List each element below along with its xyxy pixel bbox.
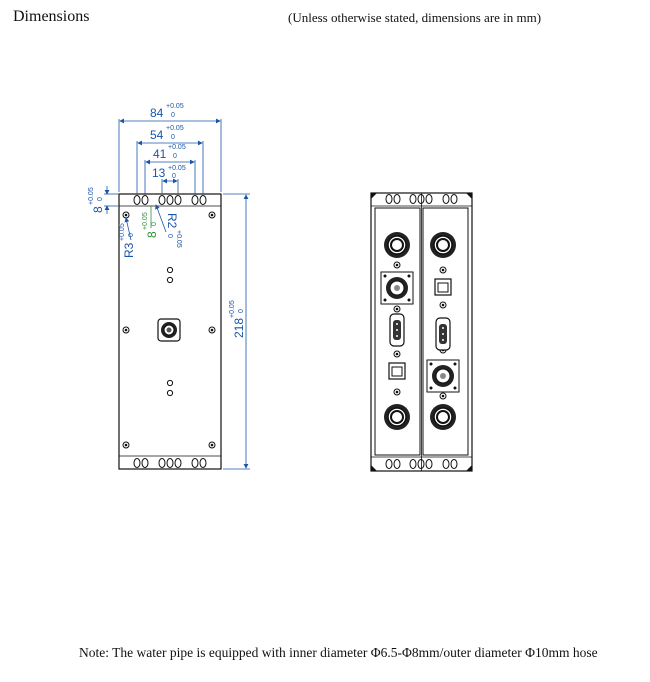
dim-r3-tol-lower: 0: [128, 233, 135, 237]
dim-54-tol-upper: +0.05: [166, 125, 184, 132]
page-title: Dimensions: [13, 8, 90, 25]
dim-41-tol-upper: +0.05: [168, 144, 186, 151]
dimension-lines: [104, 118, 250, 470]
ethernet-port-right: [434, 278, 452, 296]
dim-8-hole: 8: [145, 231, 159, 238]
dim-41: 41: [153, 147, 167, 161]
dim-8-tol-upper: +0.05: [88, 187, 95, 205]
dim-218: 218: [232, 318, 246, 338]
dim-8-offset: 8: [91, 206, 105, 213]
ethernet-port-left: [388, 362, 406, 380]
rear-top-hose-ports: [385, 194, 458, 204]
green-dimension-labels: 8 +0.05 0: [142, 212, 159, 238]
dim-13: 13: [152, 166, 166, 180]
dim-84: 84: [150, 106, 164, 120]
dim-218-tol-upper: +0.05: [229, 300, 236, 318]
square-round-connector-right: [426, 359, 460, 393]
dim-r3: R3: [122, 242, 136, 258]
corner-marks: [371, 193, 472, 471]
serial-connector-right: [435, 317, 451, 351]
dim-r2-tol-lower: 0: [166, 234, 173, 238]
dim-84-tol-lower: 0: [171, 112, 175, 119]
square-round-connector-left: [380, 271, 414, 305]
front-view: 84 +0.05 0 54 +0.05 0 41 +0.05 0 13 +0.0…: [88, 103, 250, 470]
serial-connector-left: [389, 313, 405, 347]
dim-41-tol-lower: 0: [173, 153, 177, 160]
dim-8-hole-tol-upper: +0.05: [142, 212, 149, 230]
rear-bottom-hose-ports: [385, 459, 458, 469]
dim-84-tol-upper: +0.05: [166, 103, 184, 110]
top-hose-ports: [133, 195, 207, 205]
dim-r3-tol-upper: +0.05: [119, 223, 126, 241]
power-connectors: [384, 232, 456, 430]
rear-view: [370, 192, 473, 472]
dim-13-tol-lower: 0: [172, 173, 176, 180]
dim-54: 54: [150, 128, 164, 142]
water-pipe-note: Note: The water pipe is equipped with in…: [79, 645, 598, 660]
dim-218-tol-lower: 0: [238, 309, 245, 313]
units-note: (Unless otherwise stated, dimensions are…: [288, 10, 542, 25]
central-connector: [157, 318, 181, 342]
dim-8-tol-lower: 0: [97, 197, 104, 201]
dim-r2: R2: [165, 213, 179, 229]
dim-54-tol-lower: 0: [171, 134, 175, 141]
dim-13-tol-upper: +0.05: [168, 165, 186, 172]
bottom-hose-ports: [133, 458, 207, 468]
dim-r2-tol-upper: +0.05: [175, 230, 182, 248]
dimension-labels: 84 +0.05 0 54 +0.05 0 41 +0.05 0 13 +0.0…: [88, 103, 246, 338]
dim-8-hole-tol-lower: 0: [151, 222, 158, 226]
